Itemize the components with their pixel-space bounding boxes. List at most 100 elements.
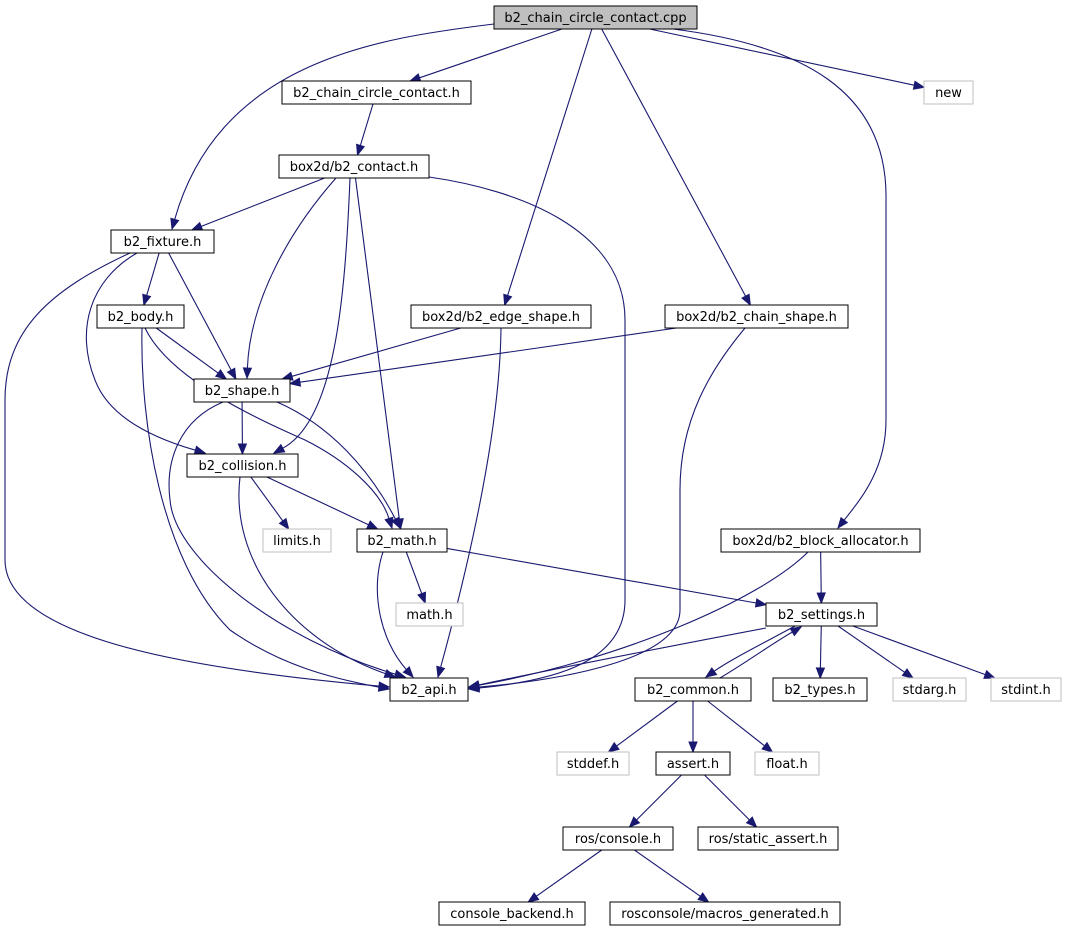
edge-cpp-to-edge (503, 28, 593, 307)
edge-line (478, 627, 767, 686)
node-rosconsole[interactable]: ros/console.h (562, 826, 674, 851)
edge-arrowhead (384, 516, 394, 530)
node-macros[interactable]: rosconsole/macros_generated.h (609, 901, 841, 926)
edge-assert-to-rosconsole (628, 774, 682, 828)
node-api[interactable]: b2_api.h (389, 677, 469, 702)
node-box (634, 677, 752, 702)
node-label: b2_math.h (367, 534, 436, 549)
node-label: b2_common.h (647, 683, 739, 698)
edge-line (200, 177, 325, 227)
edge-line (478, 327, 746, 688)
edge-common-to-assert (688, 701, 698, 754)
edge-arrowhead (816, 592, 826, 605)
node-edge[interactable]: box2d/b2_edge_shape.h (410, 304, 592, 329)
node-assert[interactable]: assert.h (655, 751, 731, 776)
node-block[interactable]: box2d/b2_block_allocator.h (720, 528, 921, 553)
edge-arrowhead (272, 443, 286, 454)
node-label: b2_fixture.h (124, 235, 202, 250)
edge-arrowhead (789, 626, 803, 637)
node-box (754, 751, 820, 776)
node-new: new (923, 80, 974, 105)
edge-settings-to-api (467, 627, 767, 690)
node-box (395, 602, 464, 627)
node-settings[interactable]: b2_settings.h (765, 602, 878, 627)
node-coll[interactable]: b2_collision.h (186, 453, 299, 478)
edge-line (141, 327, 380, 688)
node-label: limits.h (273, 534, 321, 549)
edge-line (419, 28, 563, 79)
edge-rosconsole-to-backend (527, 849, 603, 903)
node-stdarg: stdarg.h (892, 677, 967, 702)
node-fixture[interactable]: b2_fixture.h (110, 229, 215, 254)
edge-coll-to-api (238, 476, 397, 678)
edge-line (852, 625, 986, 676)
edge-arrowhead (901, 668, 915, 679)
node-box (493, 5, 698, 30)
node-math[interactable]: b2_math.h (356, 528, 448, 553)
node-mathh: math.h (395, 602, 464, 627)
node-shape[interactable]: b2_shape.h (193, 378, 291, 403)
edge-arrowhead (467, 680, 481, 690)
node-chain[interactable]: box2d/b2_chain_shape.h (664, 304, 849, 329)
node-box (720, 528, 921, 553)
edge-line (250, 476, 284, 522)
node-cpp[interactable]: b2_chain_circle_contact.cpp (493, 5, 698, 30)
edge-arrowhead (436, 665, 446, 679)
edge-arrowhead (383, 669, 397, 678)
edge-line (536, 849, 603, 897)
edge-arrowhead (366, 520, 379, 530)
edge-line (376, 551, 407, 670)
edge-arrowhead (170, 217, 180, 231)
edge-arrowhead (815, 667, 826, 680)
node-label: math.h (406, 608, 452, 623)
node-box (609, 901, 841, 926)
edge-line (85, 252, 196, 451)
edge-arrowhead (837, 516, 849, 530)
node-types[interactable]: b2_types.h (772, 677, 868, 702)
node-backend[interactable]: console_backend.h (438, 901, 586, 926)
edge-arrowhead (356, 143, 366, 157)
edge-line (144, 327, 390, 519)
edge-cch-to-contact (356, 103, 374, 157)
edge-contact-to-coll (272, 177, 351, 454)
edge-body-to-shape (155, 327, 228, 380)
edge-line (819, 625, 822, 669)
node-contact[interactable]: box2d/b2_contact.h (278, 154, 430, 179)
node-static[interactable]: ros/static_assert.h (697, 826, 839, 851)
edge-arrowhead (190, 221, 204, 231)
edge-line (266, 476, 369, 526)
edge-line (601, 28, 747, 297)
node-body[interactable]: b2_body.h (96, 304, 185, 329)
edge-arrowhead (912, 80, 926, 90)
edge-line (291, 327, 461, 377)
edge-line (820, 551, 822, 594)
edge-body-to-math (144, 327, 394, 530)
node-stddef: stddef.h (556, 751, 630, 776)
edge-arrowhead (741, 293, 751, 307)
node-label: rosconsole/macros_generated.h (621, 907, 828, 922)
edge-cpp-to-fixture (170, 23, 495, 231)
graph-edges (4, 23, 996, 903)
edge-settings-to-common (704, 625, 796, 678)
edge-line (616, 700, 678, 747)
edge-line (282, 177, 351, 449)
edge-line (719, 631, 793, 679)
node-cch[interactable]: b2_chain_circle_contact.h (281, 80, 472, 105)
node-label: box2d/b2_contact.h (290, 160, 418, 175)
edge-line (713, 625, 796, 672)
edge-arrowhead (688, 741, 698, 754)
node-box (186, 453, 299, 478)
edge-arrowhead (761, 741, 774, 753)
edge-line (168, 401, 396, 675)
edge-arrowhead (503, 293, 513, 307)
node-float: float.h (754, 751, 820, 776)
edge-arrowhead (704, 667, 718, 678)
edge-body-to-api (141, 327, 391, 692)
edge-arrowhead (226, 367, 237, 381)
edge-math-to-settings (446, 547, 768, 608)
node-common[interactable]: b2_common.h (634, 677, 752, 702)
edge-chain-to-api (467, 327, 746, 692)
edge-arrowhead (193, 445, 207, 455)
node-box (389, 677, 469, 702)
node-label: b2_api.h (401, 683, 456, 698)
